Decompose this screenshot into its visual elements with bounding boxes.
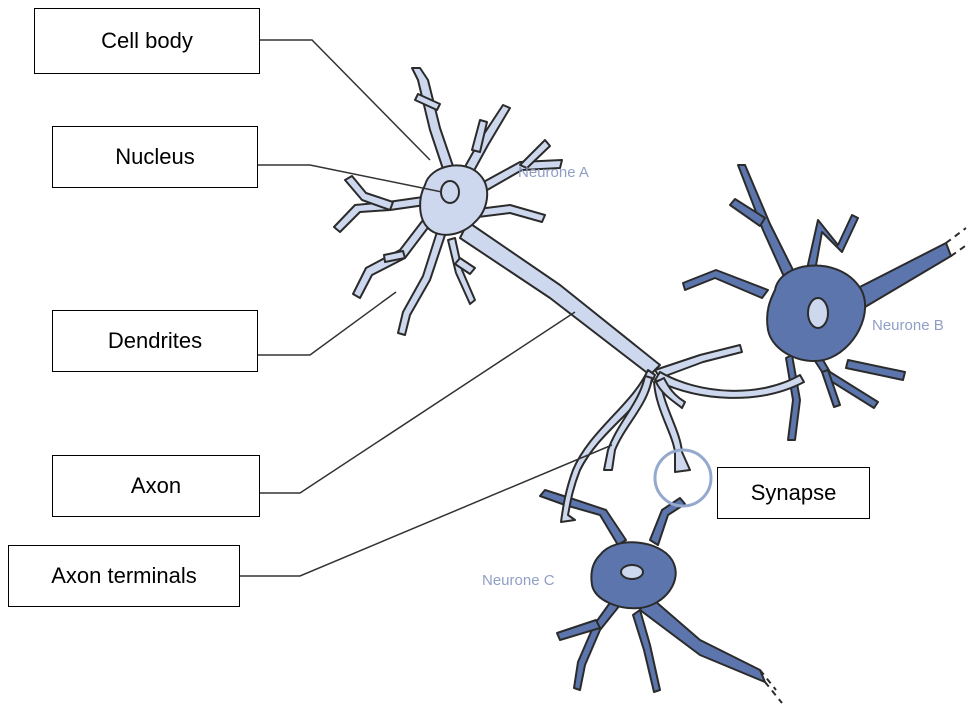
neurone-a-label: Neurone A: [518, 164, 589, 181]
axon-terminals-label: Axon terminals: [8, 545, 240, 607]
dendrites-leader: [258, 292, 396, 355]
dendrites-label: Dendrites: [52, 310, 258, 372]
neurone-b: [683, 165, 951, 440]
cell-body-leader: [260, 40, 430, 160]
synapse-label: Synapse: [717, 467, 870, 519]
neurone-b-label: Neurone B: [872, 317, 944, 334]
neurone-c-axon-dashes: [760, 670, 782, 703]
axon-label: Axon: [52, 455, 260, 517]
axon-leader: [260, 312, 575, 493]
neurone-c-label: Neurone C: [482, 572, 555, 589]
neurone-a: [334, 68, 804, 522]
cell-body-label: Cell body: [34, 8, 260, 74]
axon-terminals-leader: [240, 445, 612, 576]
nucleus-label: Nucleus: [52, 126, 258, 188]
